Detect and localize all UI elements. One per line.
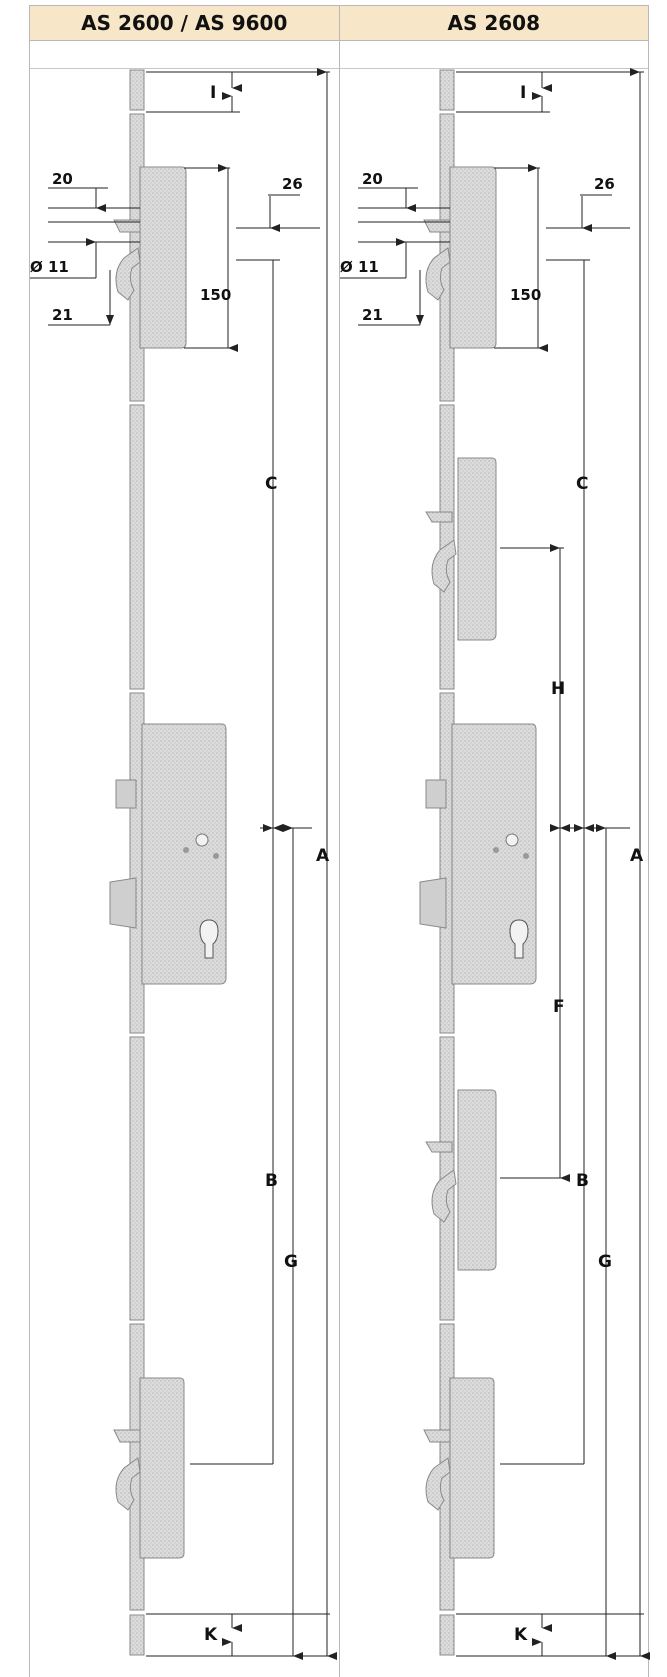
left-bottom-hook-lock <box>113 1377 185 1559</box>
left-label-150: 150 <box>200 286 231 304</box>
left-label-I: I <box>210 83 216 103</box>
left-label-26: 26 <box>282 175 303 193</box>
right-label-A: A <box>630 846 644 866</box>
right-labels: I C H A F B G K 20 26 150 Ø 11 21 <box>340 83 644 1645</box>
right-label-dia11: Ø 11 <box>340 258 379 276</box>
left-label-K: K <box>204 1625 218 1645</box>
frame-right-line <box>648 41 649 1677</box>
table-header: AS 2600 / AS 9600 AS 2608 <box>29 5 649 41</box>
left-main-lock <box>109 723 227 985</box>
right-upper-hook-lock <box>425 457 497 641</box>
left-label-A: A <box>316 846 330 866</box>
left-label-dia11: Ø 11 <box>30 258 69 276</box>
right-label-26: 26 <box>594 175 615 193</box>
left-label-21: 21 <box>52 306 73 324</box>
left-label-C: C <box>265 474 277 494</box>
right-label-F: F <box>553 997 565 1017</box>
right-label-B: B <box>576 1171 589 1191</box>
right-label-C: C <box>576 474 588 494</box>
right-dimensions <box>340 68 650 1660</box>
right-label-150: 150 <box>510 286 541 304</box>
left-label-B: B <box>265 1171 278 1191</box>
right-top-hook-lock <box>423 166 497 349</box>
frame-center-line <box>339 41 340 1677</box>
left-lock-drawing <box>109 69 227 1656</box>
left-dimensions <box>30 68 337 1660</box>
left-label-G: G <box>284 1252 298 1272</box>
right-label-21: 21 <box>362 306 383 324</box>
header-right-title: AS 2608 <box>338 6 649 40</box>
header-left-title: AS 2600 / AS 9600 <box>81 11 288 35</box>
frame-left-line <box>29 69 30 1677</box>
right-label-20: 20 <box>362 170 383 188</box>
right-bottom-hook-lock <box>423 1377 495 1559</box>
right-label-H: H <box>551 679 565 699</box>
left-label-20: 20 <box>52 170 73 188</box>
left-top-hook-lock <box>113 166 187 349</box>
right-lock-drawing <box>419 69 537 1656</box>
right-label-G: G <box>598 1252 612 1272</box>
right-main-lock <box>419 723 537 985</box>
right-label-K: K <box>514 1625 528 1645</box>
right-lower-hook-lock <box>425 1089 497 1271</box>
left-labels: I C A B G K 20 26 150 Ø 11 21 <box>30 83 330 1645</box>
right-label-I: I <box>520 83 526 103</box>
